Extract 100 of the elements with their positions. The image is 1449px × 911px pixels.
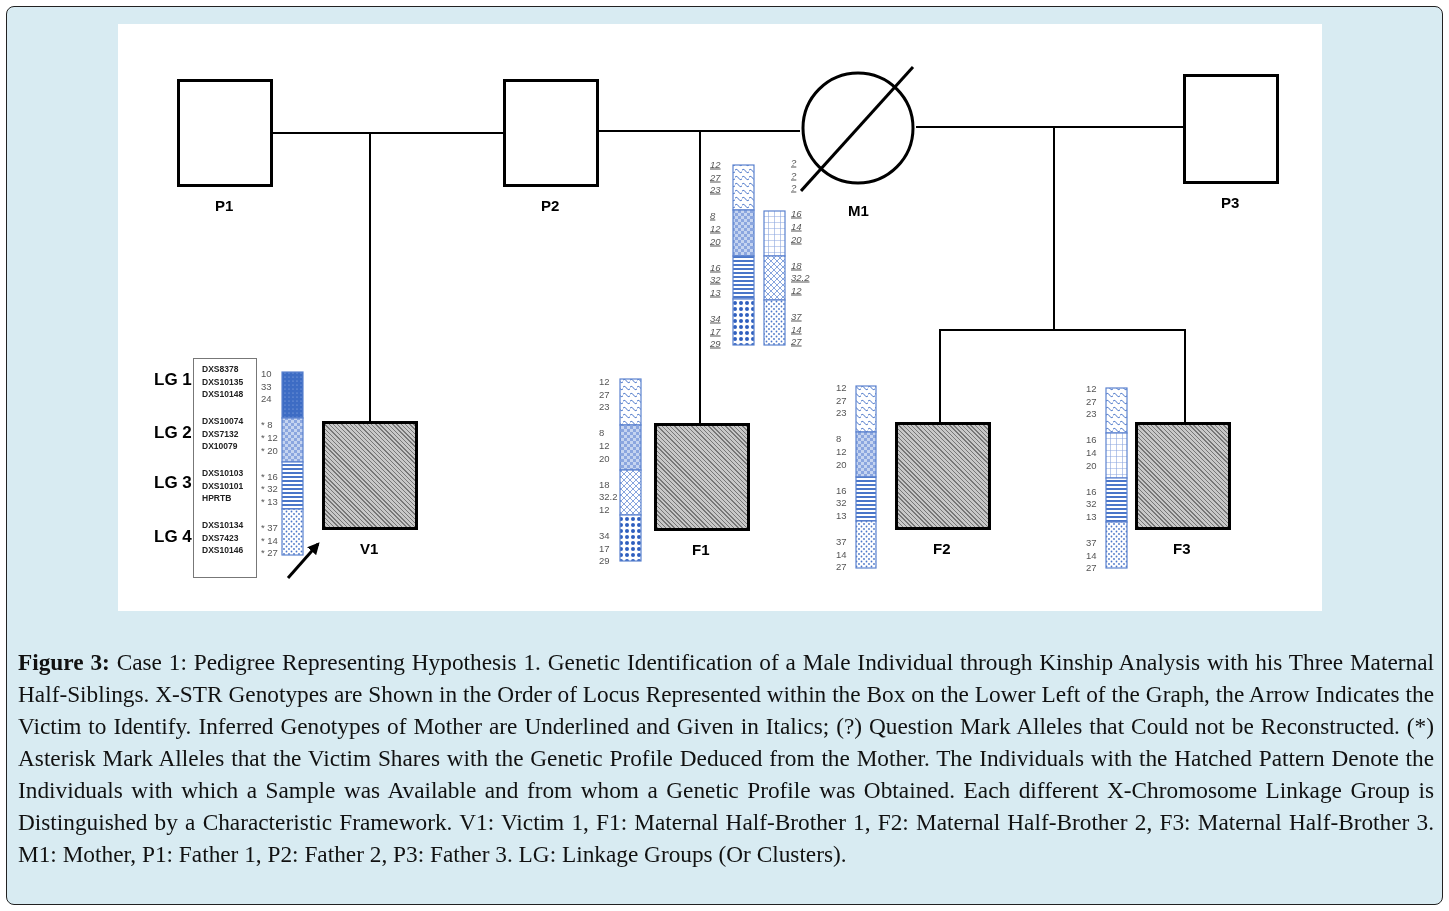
allele-value: 14	[791, 220, 802, 232]
allele-value: * 27	[261, 546, 278, 558]
linkage-group-label: LG 2	[154, 423, 192, 443]
allele-value: 12	[599, 503, 610, 515]
allele-value: 12	[599, 375, 610, 387]
arrow	[286, 542, 320, 579]
individual-label: V1	[360, 540, 379, 557]
allele-value: 16	[710, 261, 721, 273]
linkage-group-label: LG 4	[154, 527, 192, 547]
linkage-group-label: LG 1	[154, 370, 192, 390]
locus-list-box	[193, 358, 257, 578]
allele-value: 32	[1086, 497, 1097, 509]
allele-value: 32.2	[791, 271, 810, 283]
allele-value: 23	[836, 406, 847, 418]
allele-value: 37	[791, 310, 802, 322]
allele-value: 12	[710, 158, 721, 170]
allele-value: 29	[599, 554, 610, 566]
allele-value: 27	[599, 388, 610, 400]
allele-value: 37	[836, 535, 847, 547]
allele-value: 13	[836, 509, 847, 521]
allele-value: 27	[836, 560, 847, 572]
allele-value: 20	[836, 458, 847, 470]
locus-name: DXS10146	[202, 545, 244, 556]
allele-value: 27	[1086, 561, 1097, 573]
individual-label: F1	[692, 541, 710, 558]
allele-value: * 13	[261, 495, 278, 507]
allele-value: 13	[1086, 510, 1097, 522]
allele-value: 16	[1086, 433, 1097, 445]
locus-name: DXS7132	[202, 428, 239, 439]
allele-value: 24	[261, 392, 272, 404]
allele-value: 13	[710, 286, 721, 298]
individual-label: F3	[1173, 540, 1191, 557]
allele-value: 23	[599, 400, 610, 412]
locus-name: DXS10101	[202, 480, 244, 491]
allele-value: 12	[836, 445, 847, 457]
allele-value: 8	[710, 209, 716, 221]
allele-value: * 20	[261, 444, 278, 456]
allele-value: 27	[791, 335, 802, 347]
allele-value: 14	[791, 323, 802, 335]
allele-value: * 37	[261, 521, 278, 533]
allele-value: 23	[1086, 407, 1097, 419]
allele-value: 14	[1086, 446, 1097, 458]
locus-name: HPRTB	[202, 493, 232, 504]
allele-value: 37	[1086, 536, 1097, 548]
allele-value: 16	[1086, 485, 1097, 497]
pedigree-line	[699, 129, 701, 424]
allele-value: * 8	[261, 418, 273, 430]
allele-value: 12	[710, 222, 721, 234]
individual-label: P1	[215, 197, 234, 214]
allele-value: 16	[836, 484, 847, 496]
allele-value: 18	[599, 478, 610, 490]
allele-value: 34	[599, 529, 610, 541]
individual-label: P2	[541, 197, 560, 214]
allele-value: 20	[791, 233, 802, 245]
individual-label: P3	[1221, 194, 1240, 211]
allele-value: 20	[1086, 459, 1097, 471]
locus-name: DXS8378	[202, 364, 239, 374]
allele-value: * 16	[261, 470, 278, 482]
allele-value: 32	[836, 496, 847, 508]
locus-name: DXS10103	[202, 468, 244, 478]
allele-value: 12	[599, 439, 610, 451]
pedigree-line	[598, 130, 801, 132]
allele-value: 27	[710, 171, 721, 183]
allele-value: 32	[710, 273, 721, 285]
allele-value: 8	[836, 432, 842, 444]
pedigree-line	[915, 126, 1184, 128]
allele-value: 12	[836, 381, 847, 393]
allele-value: 33	[261, 380, 272, 392]
locus-name: DXS10134	[202, 520, 244, 530]
allele-value: ?	[791, 156, 797, 168]
allele-value: 34	[710, 312, 721, 324]
linkage-group-label: LG 3	[154, 473, 192, 493]
locus-name: DXS10074	[202, 416, 244, 426]
allele-value: 32.2	[599, 490, 618, 502]
allele-value: * 14	[261, 534, 278, 546]
allele-value: 12	[791, 284, 802, 296]
pedigree-line	[369, 132, 371, 422]
allele-value: 18	[791, 259, 802, 271]
individual-label: F2	[933, 540, 951, 557]
allele-value: 20	[710, 235, 721, 247]
allele-value: 12	[1086, 382, 1097, 394]
allele-value: 17	[599, 542, 610, 554]
allele-value: 29	[710, 337, 721, 349]
locus-name: DXS10135	[202, 376, 244, 387]
allele-value: 8	[599, 426, 605, 438]
figure-caption: Figure 3: Case 1: Pedigree Representing Hypothesis 1. Genetic Identification of a Male Individual through Kinship Analysis with his Three Maternal Half-Siblings. X-STR Genotypes are Shown in the Order of Locus Represented within the Box on the Lower Left of the Graph, the Arrow Indicates the Victim to Identify. Inferred Genotypes of Mother are Underlined and Given in Italics; (?) Question Mark Alleles that Could not be Reconstructed. (*) Asterisk Mark Alleles that the Victim Shares with the Genetic Profile Deduced from the Mother. The Individuals with the Hatched Pattern Denote the Individuals with which a Sample was Available and from whom a Genetic Profile was Obtained. Each different X-Chromosome Linkage Group is Distinguished by a Characteristic Framework. V1: Victim 1, F1: Maternal Half-Brother 1, F2: Maternal Half-Brother 2, F3: Maternal Half-Brother 3. M1: Mother, P1: Father 1, P2: Father 2, P3: Father 3. LG: Linkage Groups (Or Clusters).	[18, 648, 1434, 869]
allele-value: * 12	[261, 431, 278, 443]
allele-value: ?	[791, 181, 797, 193]
allele-value: 10	[261, 367, 272, 379]
allele-value: 23	[710, 183, 721, 195]
locus-name: DXS10148	[202, 389, 244, 400]
allele-value: 27	[1086, 395, 1097, 407]
allele-value: * 32	[261, 482, 278, 494]
allele-value: 17	[710, 325, 721, 337]
allele-value: 20	[599, 452, 610, 464]
pedigree-line	[272, 132, 504, 134]
allele-value: 14	[836, 548, 847, 560]
locus-name: DXS7423	[202, 532, 239, 543]
allele-value: 27	[836, 394, 847, 406]
individual-label: M1	[848, 202, 869, 219]
